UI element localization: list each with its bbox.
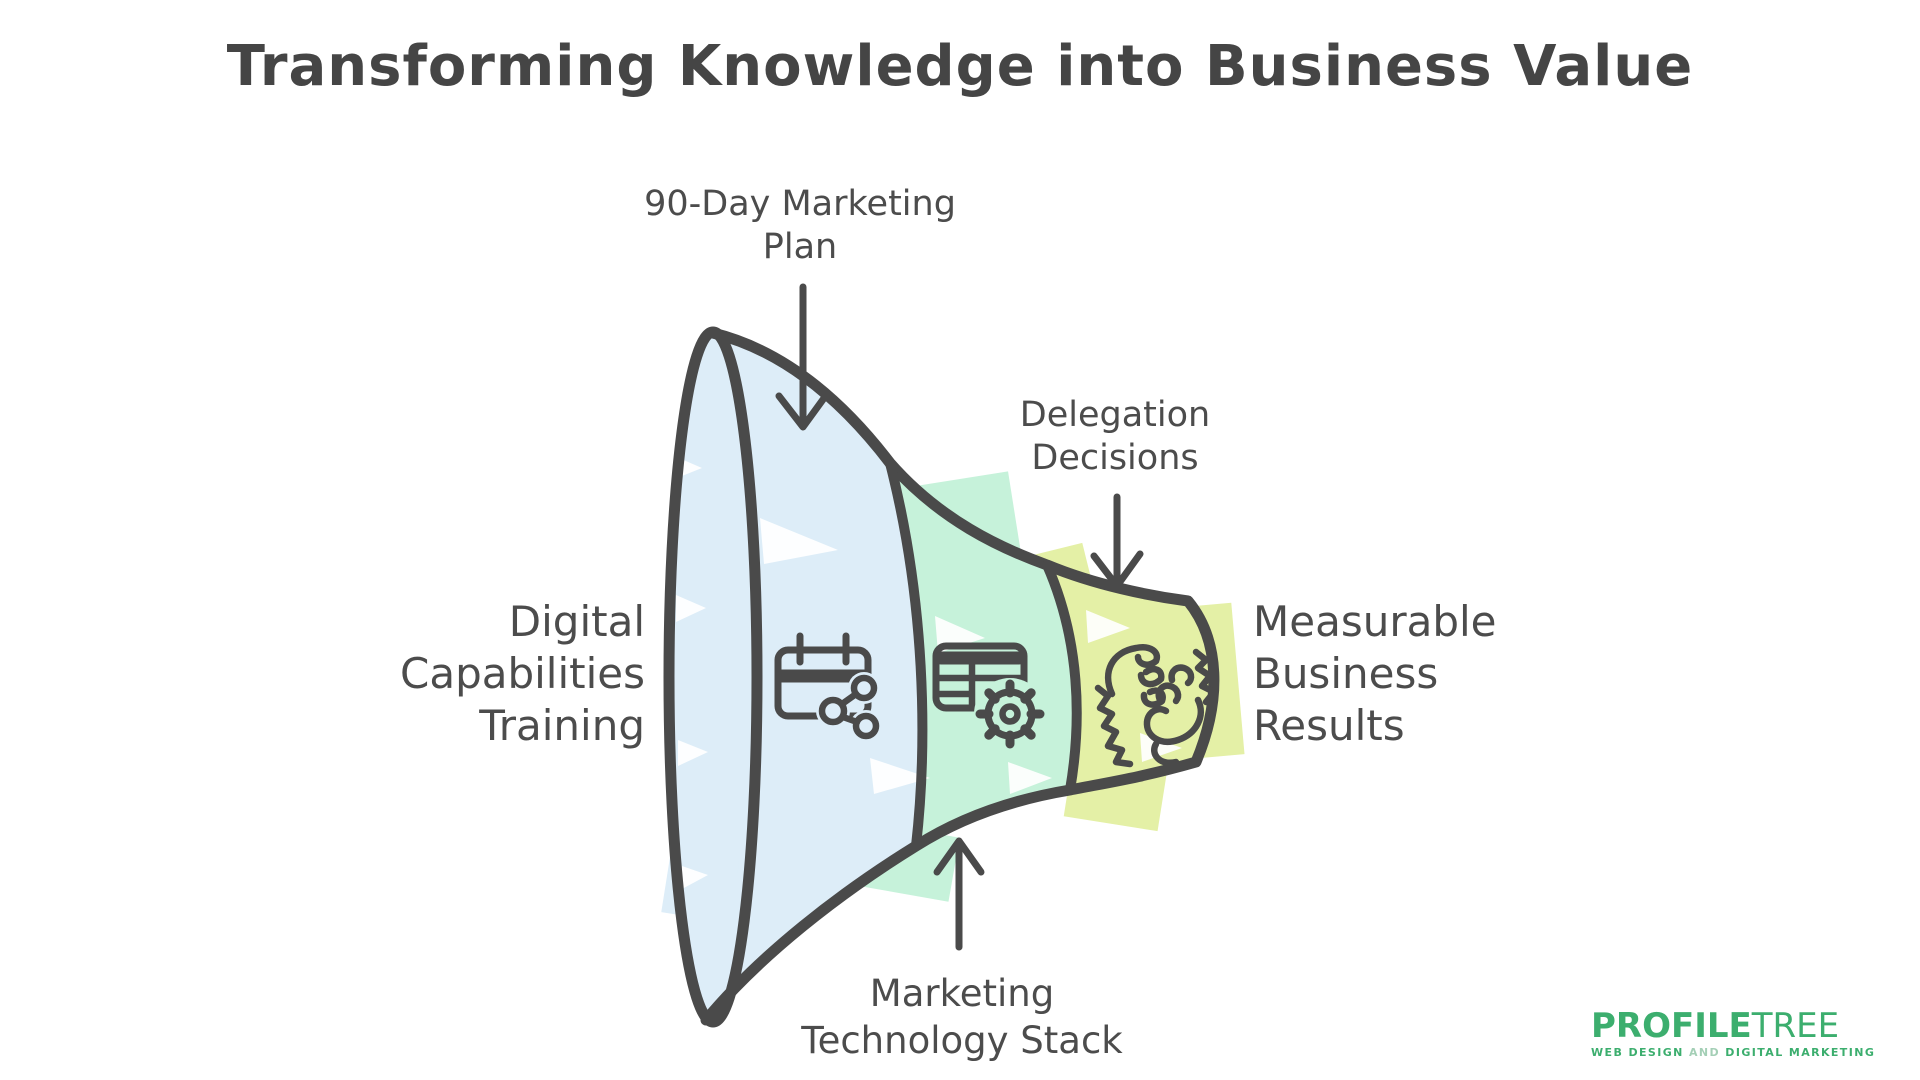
arrow-delegation <box>1090 493 1144 590</box>
label-line: Plan <box>762 226 838 267</box>
label-line: Marketing <box>869 972 1055 1015</box>
label-digital-capabilities-training: Digital Capabilities Training <box>295 596 645 752</box>
label-90-day-marketing-plan: 90-Day Marketing Plan <box>590 183 1010 268</box>
page-title: Transforming Knowledge into Business Val… <box>226 34 1694 99</box>
divider-green-yellow <box>1042 560 1082 795</box>
label-line: Decisions <box>1031 437 1199 478</box>
funnel-mouth-fill <box>669 332 757 1022</box>
label-line: Training <box>479 701 645 751</box>
label-line: Business <box>1253 649 1439 699</box>
label-delegation-decisions: Delegation Decisions <box>905 394 1325 479</box>
calendar-share-icon <box>774 632 882 742</box>
label-marketing-technology-stack: Marketing Technology Stack <box>742 970 1182 1065</box>
profiletree-logo: PROFILETREE WEB DESIGN AND DIGITAL MARKE… <box>1583 997 1874 1069</box>
tagline-and: AND <box>1689 1045 1721 1059</box>
paper-streaks <box>672 455 1182 889</box>
arrow-plan <box>775 283 831 431</box>
handshake-icon <box>1094 644 1218 768</box>
brand-name: PROFILETREE <box>1591 1009 1875 1043</box>
tagline-web: WEB DESIGN <box>1591 1045 1684 1059</box>
label-line: Capabilities <box>400 649 645 699</box>
divider-blue-green <box>885 458 928 851</box>
gear-teeth <box>975 679 1045 749</box>
label-line: Results <box>1253 701 1405 751</box>
label-line: Measurable <box>1253 597 1497 646</box>
brand-tagline: WEB DESIGN AND DIGITAL MARKETING <box>1591 1047 1875 1058</box>
label-line: Technology Stack <box>801 1019 1123 1063</box>
brand-light: TREE <box>1751 1005 1840 1046</box>
label-line: Delegation <box>1019 395 1211 435</box>
table-gear-icon <box>932 642 1046 750</box>
funnel-outline <box>663 326 1220 1028</box>
tagline-marketing: DIGITAL MARKETING <box>1725 1045 1876 1059</box>
brand-bold: PROFILE <box>1591 1005 1752 1046</box>
logo-text: PROFILETREE WEB DESIGN AND DIGITAL MARKE… <box>1591 1009 1875 1058</box>
label-measurable-business-results: Measurable Business Results <box>1253 596 1613 752</box>
label-line: Digital <box>508 597 645 646</box>
funnel-mouth-outline <box>663 326 763 1028</box>
label-line: 90-Day Marketing <box>644 184 956 224</box>
arrow-martech <box>933 837 985 951</box>
